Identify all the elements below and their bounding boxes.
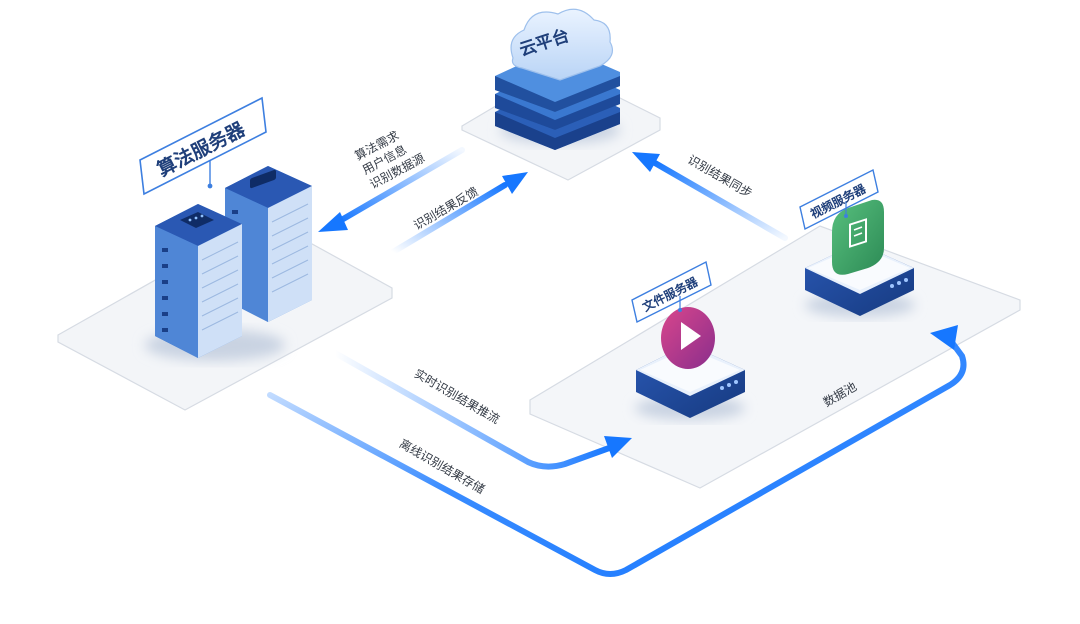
realtime-label: 实时识别结果推流 bbox=[412, 366, 503, 427]
arrow-sync bbox=[632, 152, 788, 241]
server-rack-icon bbox=[145, 166, 312, 361]
cloud-icon: 云平台 bbox=[495, 8, 620, 150]
play-icon bbox=[661, 307, 715, 369]
arrow-to-algorithm bbox=[318, 147, 465, 232]
arrow-offline-storage bbox=[267, 325, 967, 577]
arrow-realtime-push bbox=[332, 350, 632, 470]
document-icon bbox=[832, 199, 884, 275]
arrow-feedback bbox=[390, 172, 528, 255]
sync-label: 识别结果同步 bbox=[685, 152, 754, 200]
file-server bbox=[635, 344, 745, 420]
algorithm-request-labels: 算法需求 用户信息 识别数据源 bbox=[352, 127, 427, 191]
